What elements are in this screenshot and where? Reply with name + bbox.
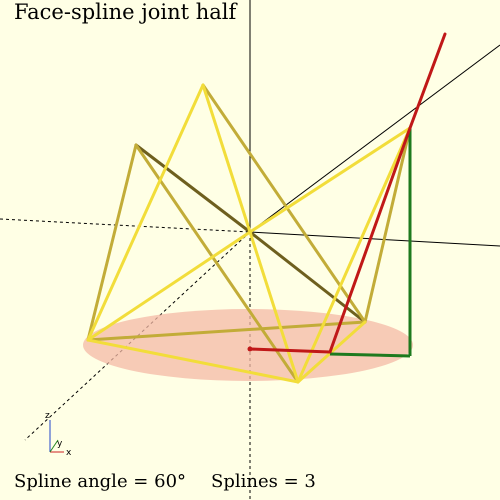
spline-origin-point [247,346,253,352]
strut [248,126,412,234]
base-disc [83,309,413,381]
horizontal-support [329,352,411,358]
strut [296,126,412,384]
spline-segment [248,347,332,354]
strut [248,230,367,324]
gizmo-z-label: z [45,411,50,421]
x-axis [249,231,500,247]
strut [86,83,205,342]
strut [363,126,412,324]
view-title: Face-spline joint half [14,0,237,24]
strut [248,230,300,384]
strut [134,143,252,234]
strut [201,83,252,234]
strut [86,338,300,384]
strut [86,320,367,342]
gizmo-y-axis [49,439,59,453]
support-lines [329,128,412,358]
gizmo-x-label: x [66,448,72,458]
y-axis [249,44,500,233]
strut [134,143,300,384]
gizmo-y-label: y [57,439,63,449]
strut [201,83,367,324]
spline-segment [408,32,447,130]
axis-gizmo: z y x [45,411,72,458]
strut [86,143,138,342]
spline-segment [328,126,412,354]
front-struts [86,83,412,384]
splines-count-label: Splines = 3 [211,471,316,492]
x-axis-negative [0,218,251,233]
mid-struts [86,83,412,384]
strut [86,230,252,342]
spline-path [247,32,447,354]
spline-angle-label: Spline angle = 60° [14,471,187,492]
